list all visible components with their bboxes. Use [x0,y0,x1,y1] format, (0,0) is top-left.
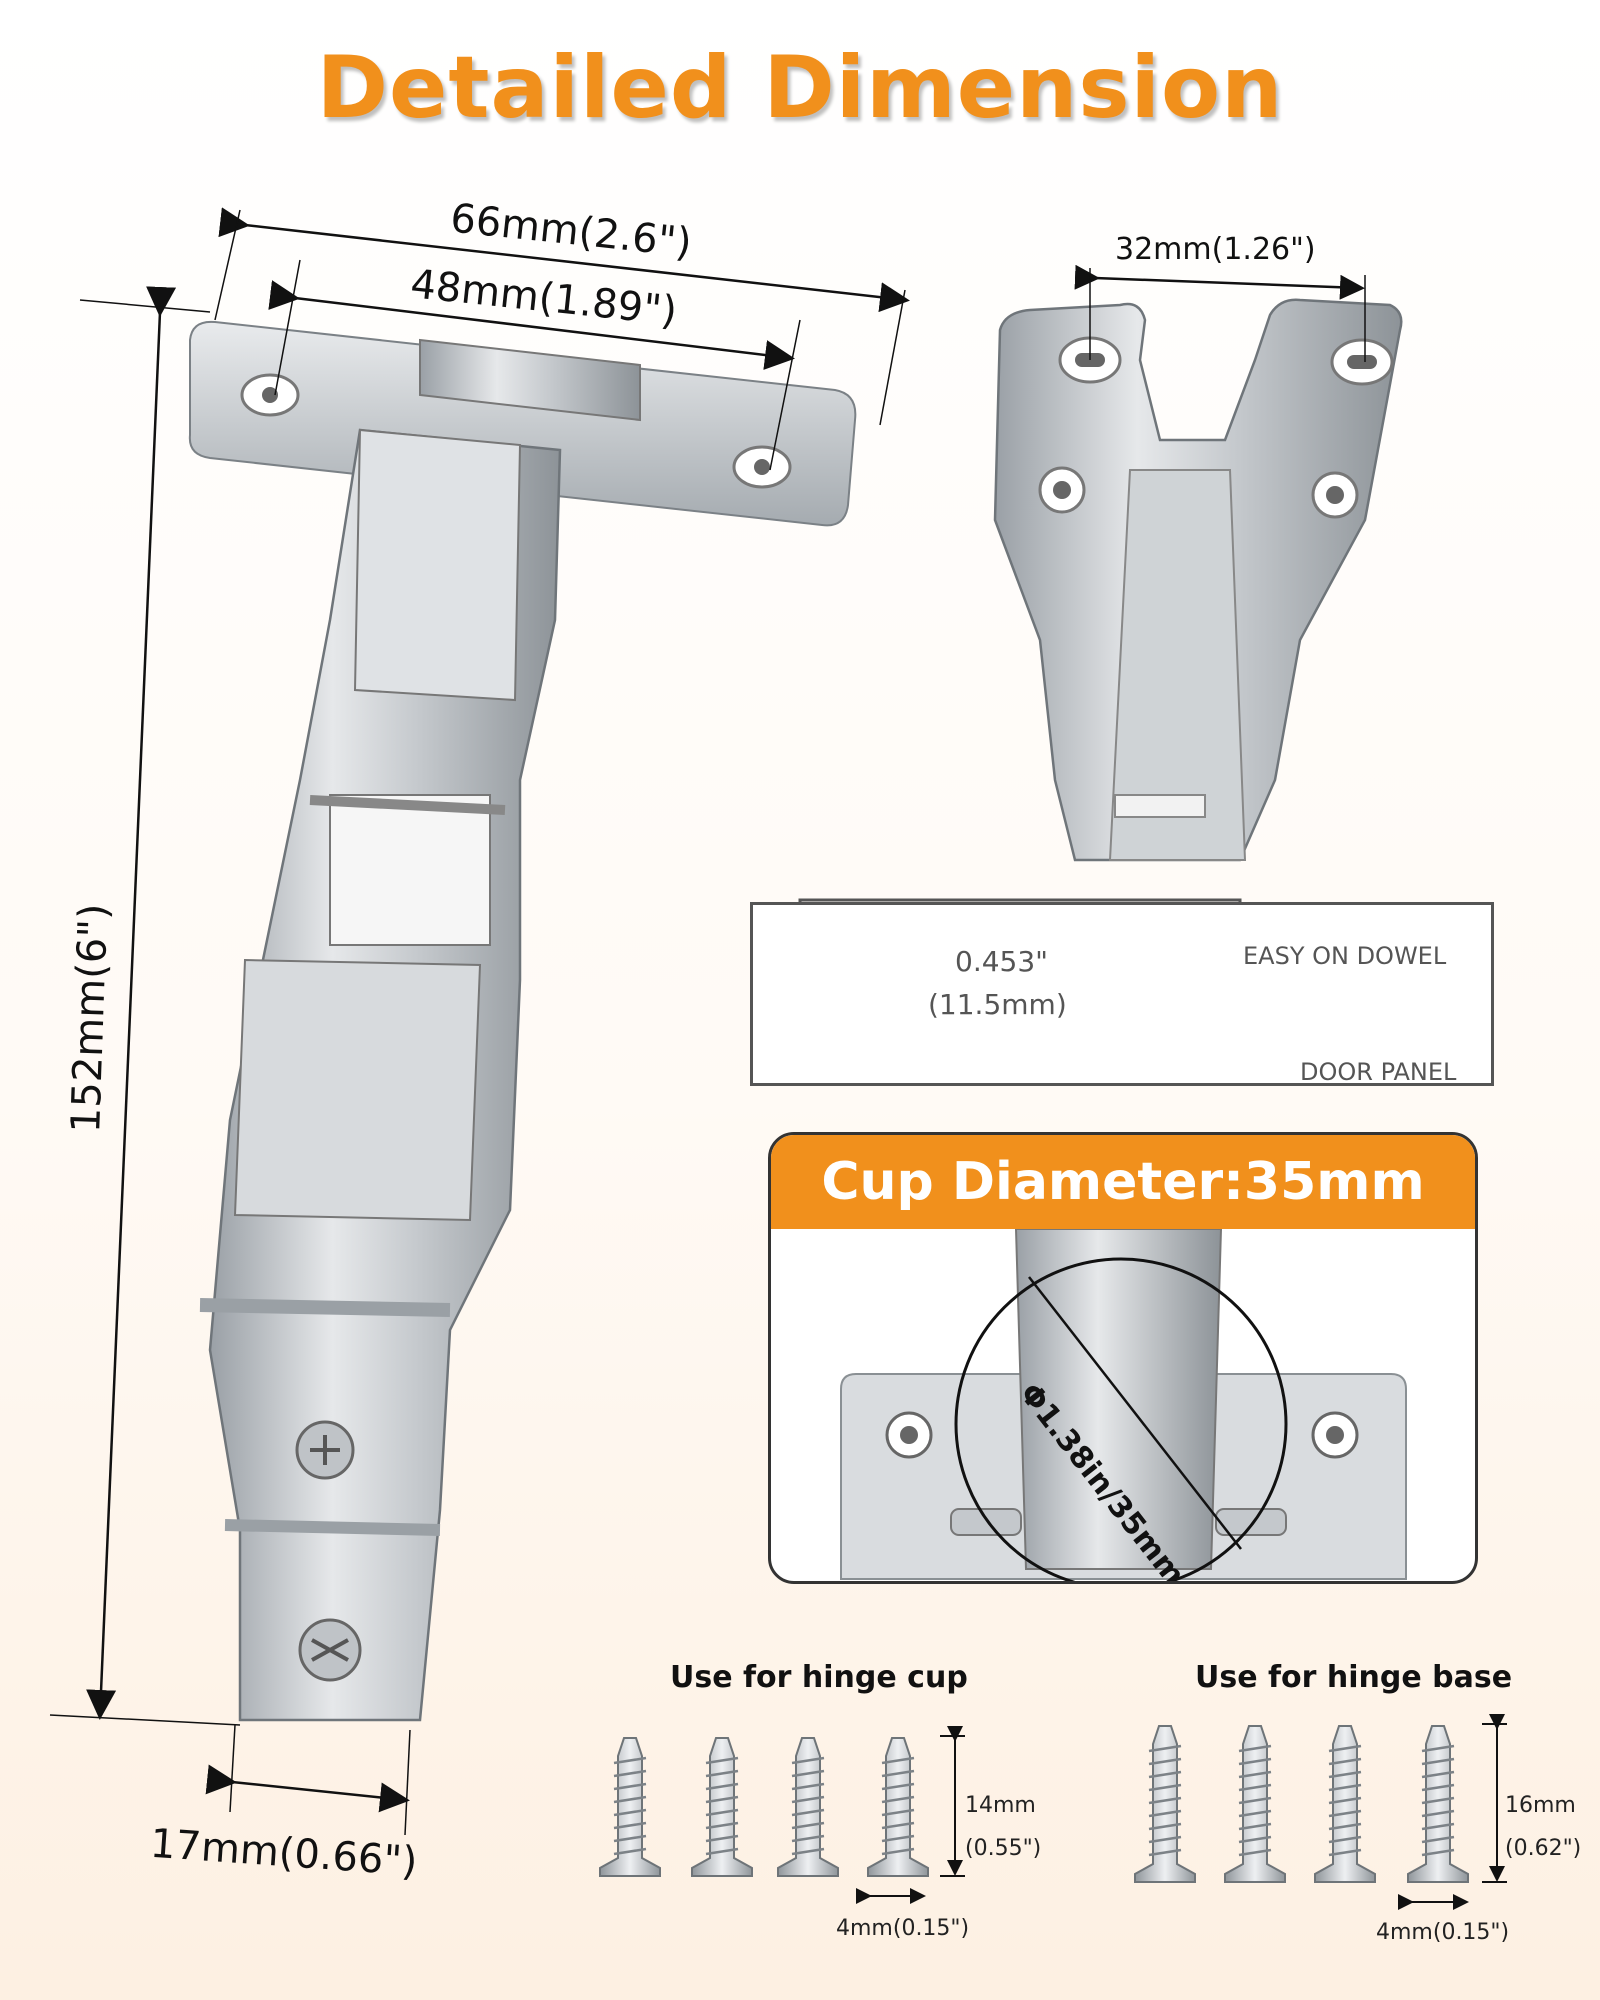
length-label: 152mm(6") [63,902,118,1134]
cup-screw-length-in: (0.55") [965,1836,1042,1861]
dowel-diagram-box [750,902,1494,1086]
base-screw-length-mm: 16mm [1505,1793,1576,1818]
dowel-depth-mm: (11.5mm) [928,988,1067,1021]
base-screw-head-size: 4mm(0.15") [1376,1920,1510,1945]
plate-dimension-lines [1074,264,1366,362]
hinge-base-screws-label: Use for hinge base [1195,1660,1513,1695]
hole-spacing-label: 32mm(1.26") [1115,232,1316,267]
door-panel-label: DOOR PANEL [1300,1058,1457,1086]
cup-illustration [840,1229,1407,1581]
page-title: Detailed Dimension [316,38,1284,138]
cup-screw-head-size: 4mm(0.15") [836,1916,970,1941]
cup-diameter-header: Cup Diameter:35mm [771,1135,1475,1229]
mounting-plate-illustration [993,298,1403,862]
hinge-dimension-lines [49,207,910,1836]
base-screw-length-in: (0.62") [1505,1836,1582,1861]
cup-diameter-card: Cup Diameter:35mm Φ1.38in/35mm [768,1132,1478,1584]
easy-on-dowel-label: EASY ON DOWEL [1243,942,1447,970]
hinge-cup-screws-label: Use for hinge cup [670,1660,968,1695]
hinge-illustration [188,320,857,1722]
dowel-depth-inch: 0.453" [955,945,1049,978]
cup-screw-length-mm: 14mm [965,1793,1036,1818]
